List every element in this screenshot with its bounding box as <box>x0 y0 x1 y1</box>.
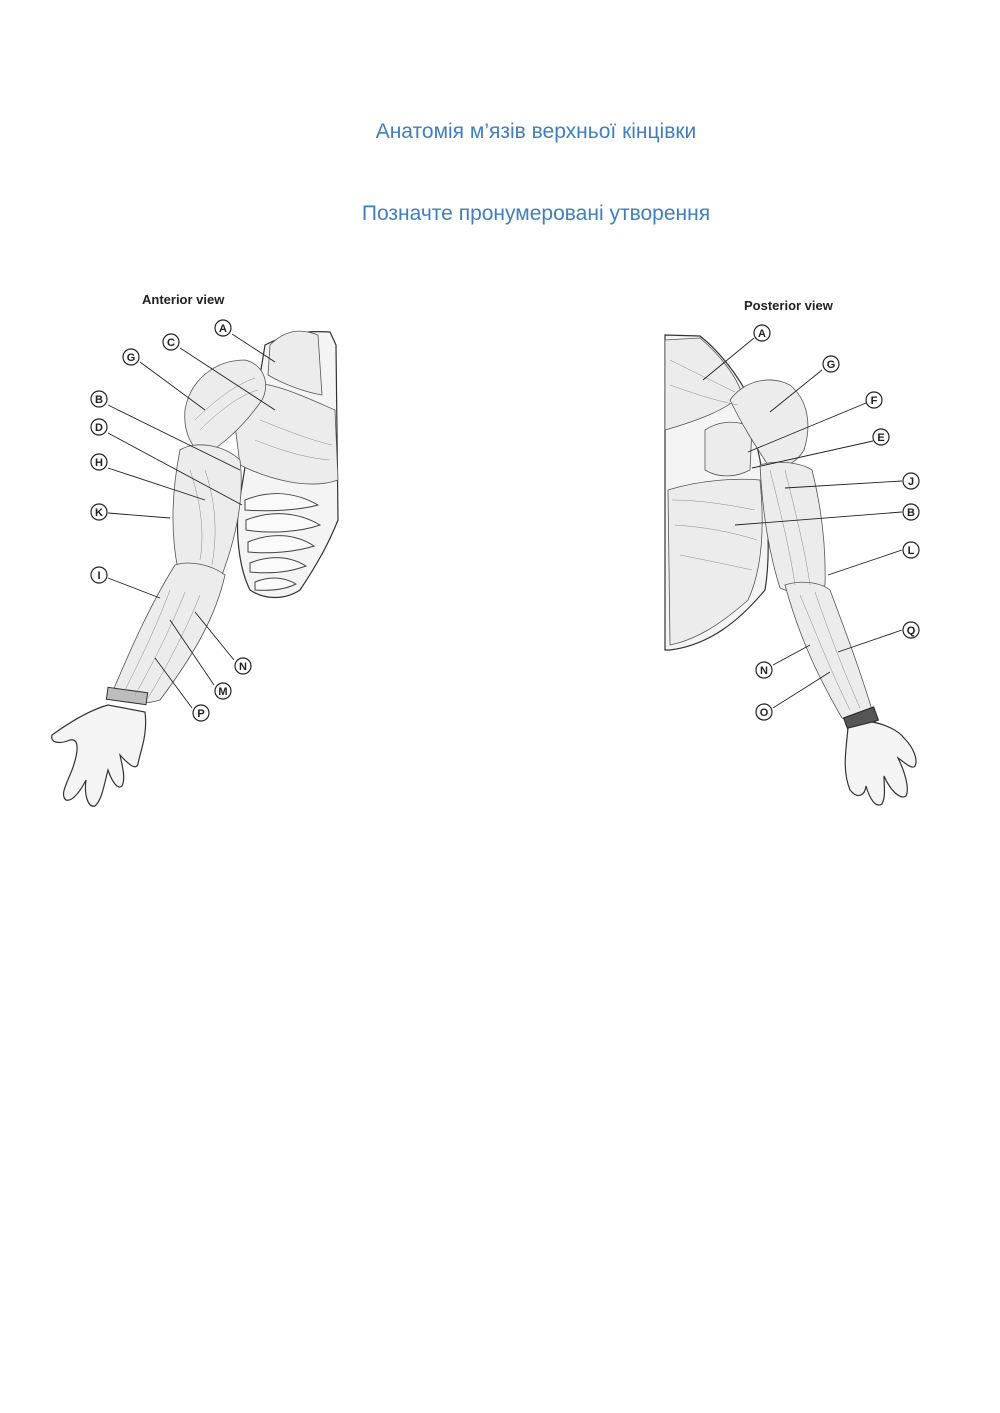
page-title: Анатомія м’язів верхньої кінцівки <box>375 120 697 143</box>
anterior-marker-n: N <box>234 657 252 675</box>
posterior-scapula <box>704 421 753 477</box>
anterior-marker-b: B <box>90 390 108 408</box>
posterior-diagram: Posterior view <box>664 298 920 806</box>
svg-text:M: M <box>218 686 227 698</box>
posterior-marker-b: B <box>902 503 920 521</box>
svg-text:L: L <box>908 545 915 557</box>
posterior-marker-n: N <box>755 661 773 679</box>
svg-text:N: N <box>239 661 247 673</box>
posterior-marker-q: Q <box>902 621 920 639</box>
posterior-marker-j: J <box>902 472 920 490</box>
posterior-hand <box>844 721 917 806</box>
svg-text:D: D <box>95 422 103 434</box>
anterior-neck <box>267 330 323 396</box>
posterior-leaders <box>702 337 903 709</box>
anterior-upper-arm <box>172 444 242 579</box>
posterior-fibers <box>669 359 861 711</box>
svg-text:Q: Q <box>907 625 916 637</box>
anterior-leaders <box>107 333 276 709</box>
anterior-hand <box>51 704 147 807</box>
svg-text:C: C <box>167 337 175 349</box>
svg-text:H: H <box>95 457 103 469</box>
page-subtitle: Позначте пронумеровані утворення <box>361 202 711 225</box>
posterior-deltoid <box>729 379 809 468</box>
svg-text:E: E <box>877 432 884 444</box>
anterior-marker-d: D <box>90 418 108 436</box>
svg-text:B: B <box>907 507 915 519</box>
posterior-marker-a: A <box>753 324 771 342</box>
svg-text:F: F <box>871 395 878 407</box>
anterior-marker-i: I <box>90 566 108 584</box>
anterior-ribs <box>244 493 322 591</box>
anterior-marker-c: C <box>162 333 180 351</box>
anterior-marker-p: P <box>192 704 210 722</box>
anterior-diagram: Anterior view <box>51 292 339 807</box>
anterior-view-label: Anterior view <box>142 292 225 307</box>
posterior-marker-e: E <box>872 428 890 446</box>
posterior-upper-arm <box>759 461 826 594</box>
svg-text:A: A <box>758 328 766 340</box>
posterior-marker-g: G <box>822 355 840 373</box>
anterior-marker-k: K <box>90 503 108 521</box>
anterior-marker-g: G <box>122 348 140 366</box>
posterior-marker-o: O <box>755 703 773 721</box>
svg-text:P: P <box>197 708 204 720</box>
anterior-fibers <box>124 377 333 699</box>
anterior-marker-a: A <box>214 319 232 337</box>
posterior-view-label: Posterior view <box>744 298 834 313</box>
svg-text:K: K <box>95 507 103 519</box>
posterior-marker-f: F <box>865 391 883 409</box>
posterior-marker-l: L <box>902 541 920 559</box>
svg-text:I: I <box>97 570 100 582</box>
svg-text:O: O <box>760 707 769 719</box>
anterior-marker-m: M <box>214 682 232 700</box>
anterior-wrist-band <box>105 686 149 706</box>
svg-text:A: A <box>219 323 227 335</box>
svg-text:G: G <box>827 359 836 371</box>
svg-text:B: B <box>95 394 103 406</box>
svg-text:G: G <box>127 352 136 364</box>
svg-text:J: J <box>908 476 914 488</box>
anterior-marker-h: H <box>90 453 108 471</box>
svg-text:N: N <box>760 665 768 677</box>
